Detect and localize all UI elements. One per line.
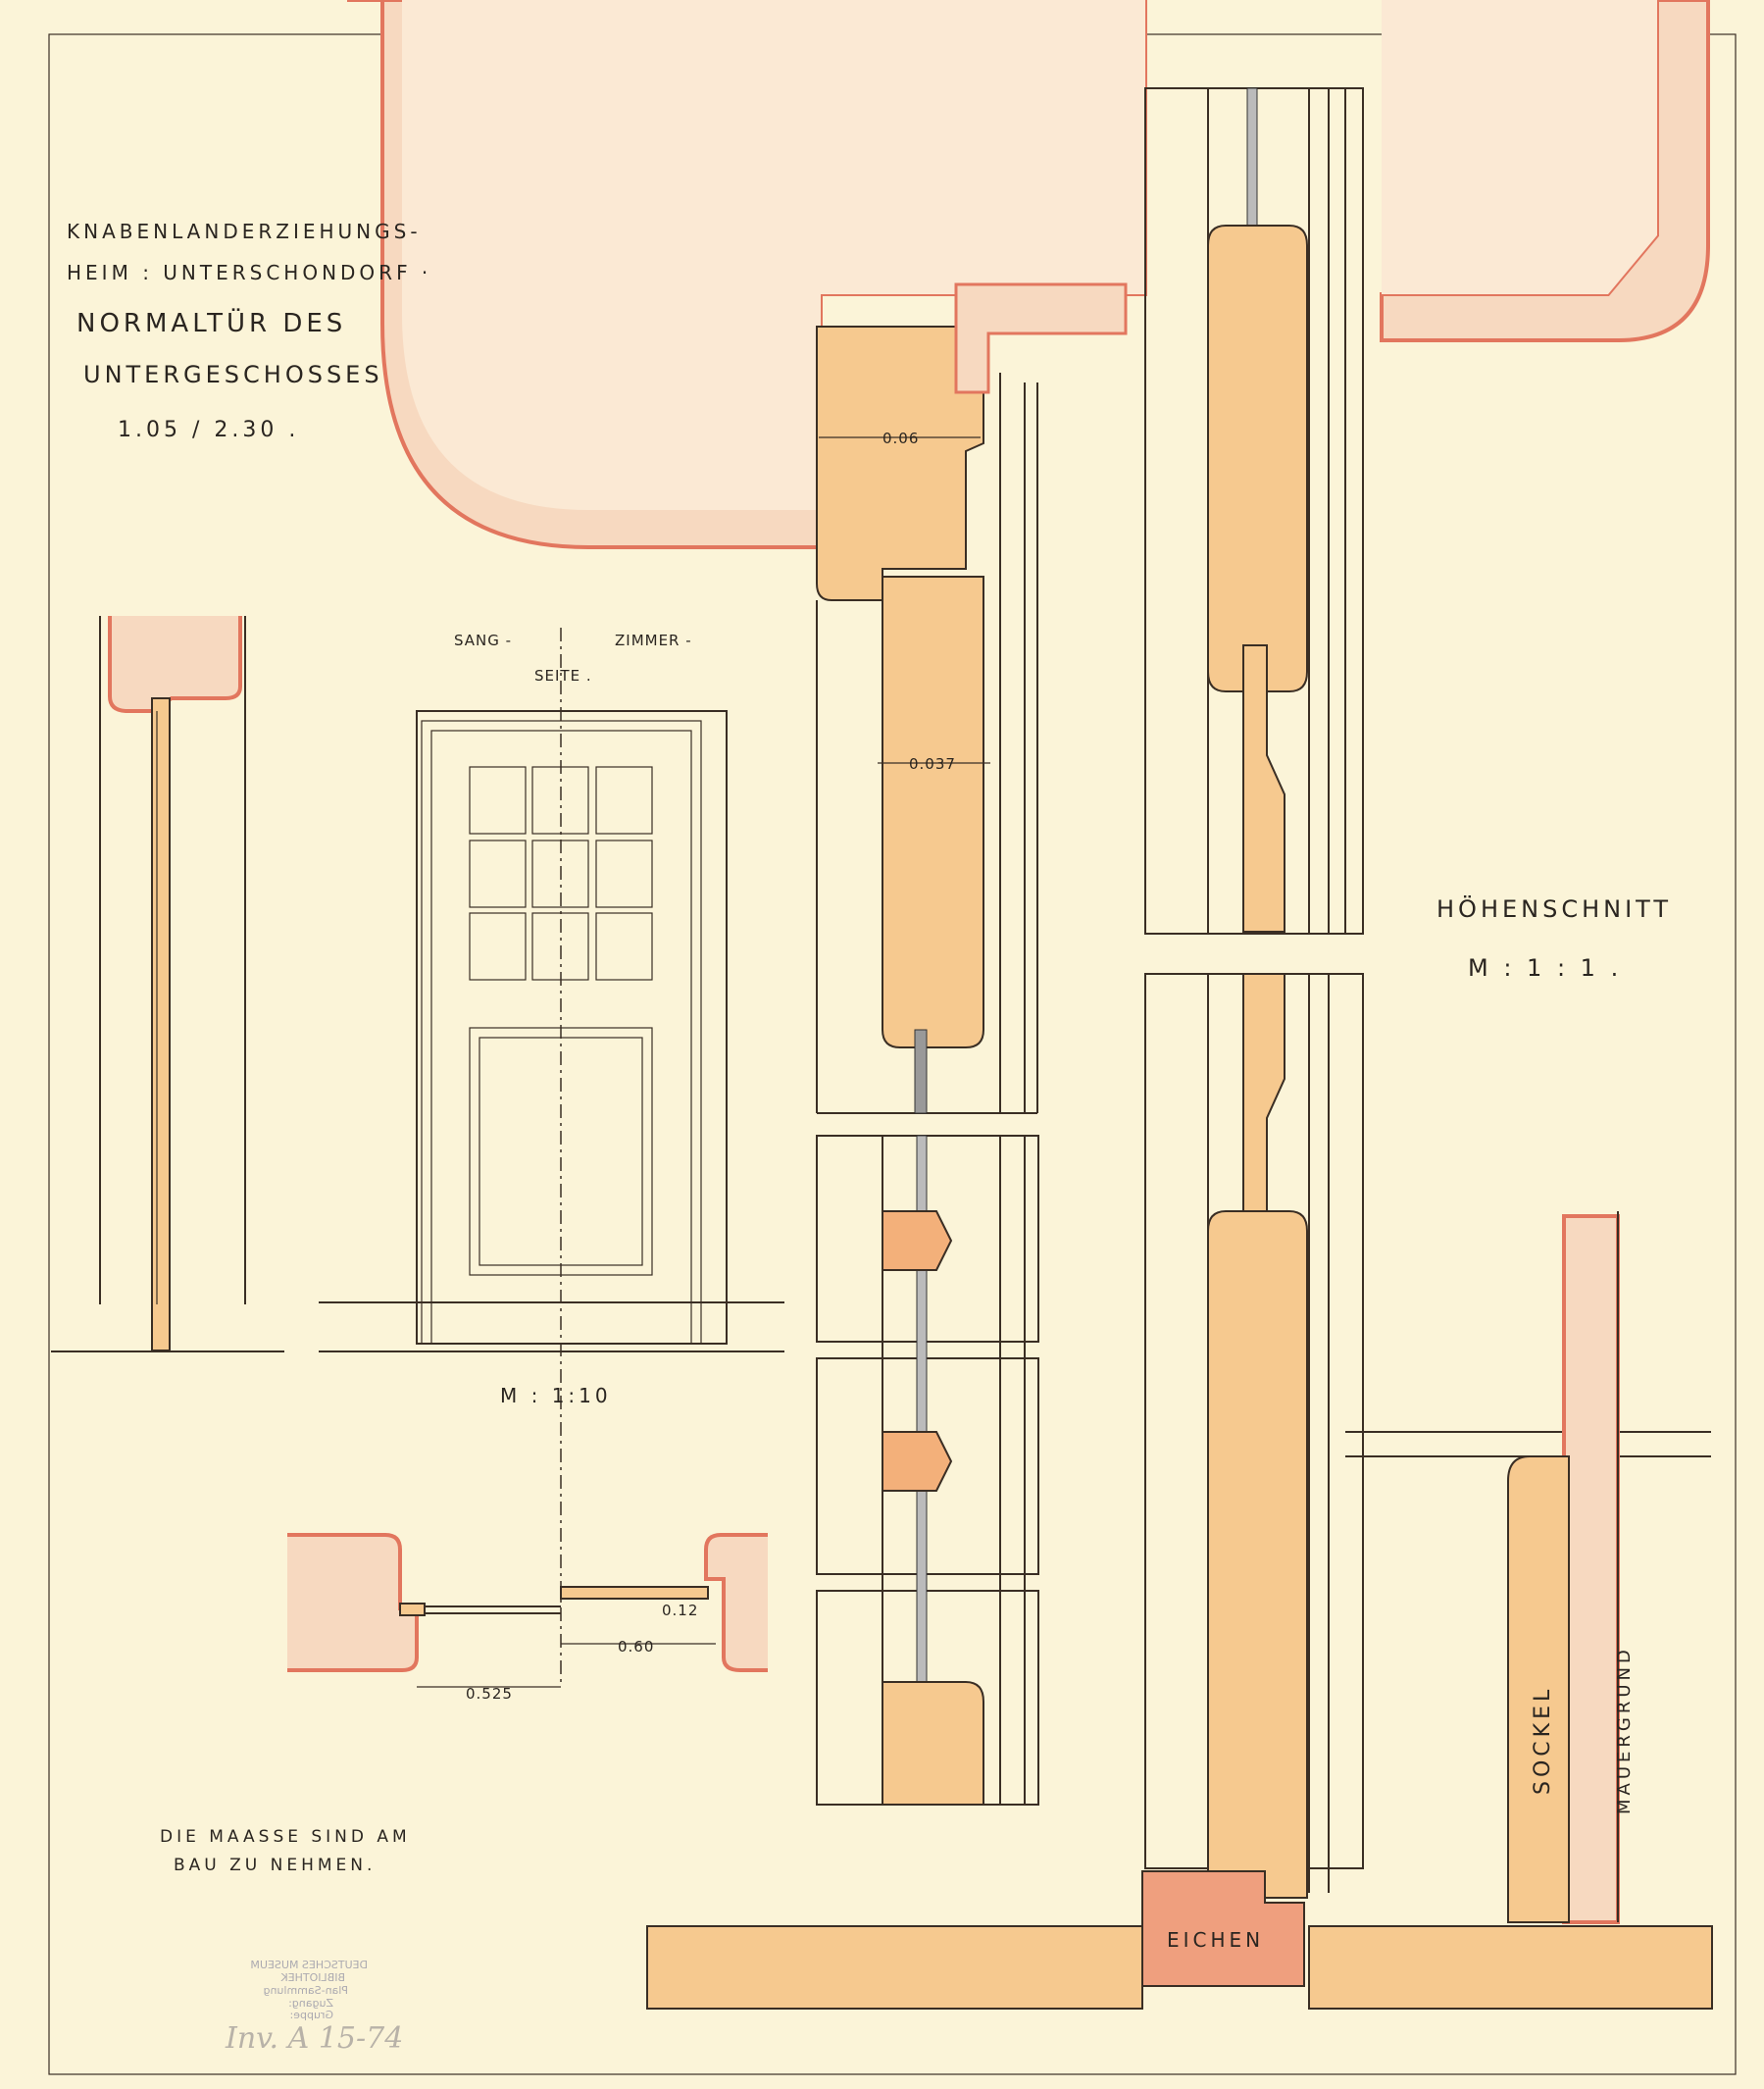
wall-interior <box>402 0 1145 510</box>
label-side-left: SANG - <box>454 632 512 649</box>
title-line-4: UNTERGESCHOSSES <box>83 361 383 388</box>
plan-dimension-0-12: 0.12 <box>662 1602 698 1619</box>
section-scale: M : 1 : 1 . <box>1468 954 1622 982</box>
note-line-2: BAU ZU NEHMEN. <box>174 1856 376 1875</box>
label-side-word: SEITE . <box>534 667 592 685</box>
dimension-0-06: 0.06 <box>882 430 919 447</box>
stamp-line-2: BIBLIOTHEK <box>280 1971 345 1984</box>
dimension-0-037: 0.037 <box>909 755 956 773</box>
museum-stamp: DEUTSCHES MUSEUM BIBLIOTHEK Plan-Sammlun… <box>250 1959 368 2021</box>
stamp-line-4: Zugang: <box>288 1997 333 2010</box>
label-sockel: SOCKEL <box>1531 1686 1555 1795</box>
elevation-scale: M : 1:10 <box>500 1384 612 1407</box>
door-side-section <box>51 616 284 1352</box>
title-line-5: 1.05 / 2.30 . <box>118 418 299 442</box>
height-section-lower: EICHEN <box>1141 973 1364 1987</box>
title-block: KNABENLANDERZIEHUNGS- HEIM : UNTERSCHOND… <box>67 220 431 442</box>
plinth-section: SOCKEL MAUERGRUND <box>1345 1211 1711 1924</box>
floor-section <box>646 1925 1713 2010</box>
title-line-3: NORMALTÜR DES <box>76 307 346 338</box>
wall-top-right-fill <box>1382 0 1657 294</box>
title-line-1: KNABENLANDERZIEHUNGS- <box>67 220 422 243</box>
door-plan: 0.525 0.60 0.12 <box>287 1533 768 1703</box>
stamp-line-5: Gruppe: <box>290 2009 333 2021</box>
note-line-1: DIE MAASSE SIND AM <box>160 1827 411 1847</box>
title-line-2: HEIM : UNTERSCHONDORF · <box>67 261 431 284</box>
label-mauergrund: MAUERGRUND <box>1614 1646 1635 1814</box>
height-section-upper <box>1144 87 1364 935</box>
muntin-sections <box>816 1135 1039 1806</box>
section-title: HÖHENSCHNITT <box>1436 894 1672 923</box>
wall-top-right <box>1380 0 1710 342</box>
label-side-right: ZIMMER - <box>615 632 692 649</box>
plan-dimension-0-60: 0.60 <box>618 1638 654 1656</box>
stamp-line-3: Plan-Sammlung <box>263 1984 348 1997</box>
stamp-line-1: DEUTSCHES MUSEUM <box>250 1959 368 1971</box>
door-elevation: SANG - ZIMMER - SEITE . M : 1:10 <box>319 628 784 1687</box>
label-eichen: EICHEN <box>1167 1928 1264 1952</box>
frame-head-section: 0.06 0.037 <box>816 282 1128 1114</box>
inventory-number: Inv. A 15-74 <box>225 2021 403 2056</box>
plan-dimension-0-525: 0.525 <box>466 1685 513 1703</box>
